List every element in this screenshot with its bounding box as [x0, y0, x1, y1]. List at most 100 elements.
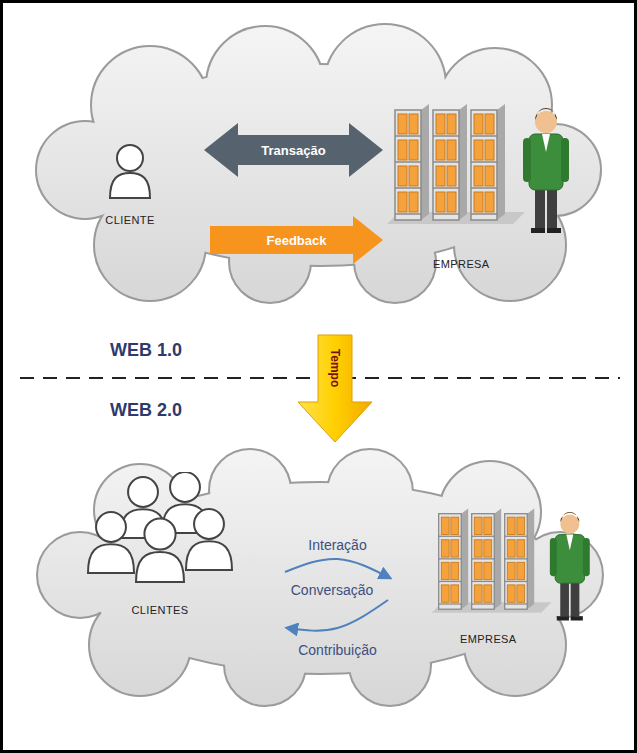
shelf: [471, 135, 497, 137]
shoe: [547, 228, 561, 233]
shelf: [395, 161, 421, 163]
shoe: [557, 616, 569, 620]
shelf: [472, 603, 495, 604]
person-head: [170, 472, 200, 502]
shelf: [471, 187, 497, 189]
person-head: [144, 518, 175, 549]
node-label: EMPRESA: [460, 633, 517, 645]
box: [447, 192, 456, 212]
era-label: WEB 1.0: [110, 340, 182, 361]
box: [474, 540, 482, 557]
edge-label: Interação: [308, 537, 366, 553]
box: [484, 562, 492, 579]
rack-frame: [439, 514, 462, 610]
rack-frame: [505, 514, 528, 610]
head: [560, 515, 579, 534]
shelf: [505, 558, 528, 559]
cloud-outline: [38, 450, 602, 705]
shelf: [395, 187, 421, 189]
box: [507, 585, 515, 602]
shelf: [439, 603, 462, 604]
rack-frame: [395, 110, 421, 220]
shelf: [471, 161, 497, 163]
box: [451, 540, 459, 557]
leg: [571, 578, 580, 616]
box: [517, 585, 525, 602]
person-icon: [70, 140, 190, 210]
shelf: [439, 581, 462, 582]
node-label: CLIENTES: [85, 604, 235, 616]
box: [474, 562, 482, 579]
box: [451, 585, 459, 602]
box: [484, 517, 492, 534]
box: [398, 166, 407, 186]
shelf: [471, 213, 497, 215]
shelf: [395, 135, 421, 137]
box: [485, 192, 494, 212]
box: [398, 192, 407, 212]
box: [436, 140, 445, 160]
leg: [547, 184, 557, 228]
hair: [535, 108, 557, 120]
box: [507, 517, 515, 534]
box: [517, 540, 525, 557]
person-head: [128, 477, 158, 507]
box: [447, 166, 456, 186]
box: [441, 562, 449, 579]
shoe: [571, 616, 583, 620]
shirt: [542, 134, 550, 152]
shelf: [439, 536, 462, 537]
box: [484, 585, 492, 602]
box: [409, 140, 418, 160]
shelf-rack: [472, 508, 502, 609]
person-body: [88, 544, 134, 573]
box: [409, 166, 418, 186]
rack-side: [494, 508, 501, 609]
box: [484, 540, 492, 557]
group-icon: [85, 472, 235, 597]
box: [474, 517, 482, 534]
box: [474, 140, 483, 160]
rack-side: [527, 508, 534, 609]
worker: [550, 512, 590, 621]
arm: [583, 538, 590, 576]
rack-side: [461, 508, 468, 609]
shelf: [505, 536, 528, 537]
person-head: [194, 509, 224, 539]
box: [451, 517, 459, 534]
person-head: [117, 145, 143, 171]
feedback-arrow: [210, 216, 383, 264]
rack-frame: [433, 110, 459, 220]
person-head: [96, 512, 126, 542]
box: [507, 562, 515, 579]
box: [409, 114, 418, 134]
shelf: [505, 603, 528, 604]
box: [474, 585, 482, 602]
edge-label: Feedback: [267, 233, 327, 248]
box: [474, 114, 483, 134]
shelf-rack: [505, 508, 535, 609]
box: [507, 540, 515, 557]
shelf: [472, 581, 495, 582]
shoe: [531, 228, 545, 233]
shelf-rack: [433, 104, 467, 220]
era-label: WEB 2.0: [110, 400, 182, 421]
time-arrow: [298, 335, 372, 442]
arm: [561, 138, 569, 182]
hair: [560, 512, 579, 522]
warehouse-icon: [430, 505, 595, 627]
cloud-outline: [37, 25, 600, 302]
shelf-rack: [439, 508, 469, 609]
box: [474, 166, 483, 186]
box: [441, 540, 449, 557]
box: [517, 517, 525, 534]
box: [441, 585, 449, 602]
box: [485, 140, 494, 160]
worker: [523, 108, 569, 233]
clients-icon: CLIENTES: [85, 472, 235, 622]
cloud-fill: [38, 450, 602, 705]
person-body: [136, 552, 184, 582]
leg: [535, 184, 545, 228]
